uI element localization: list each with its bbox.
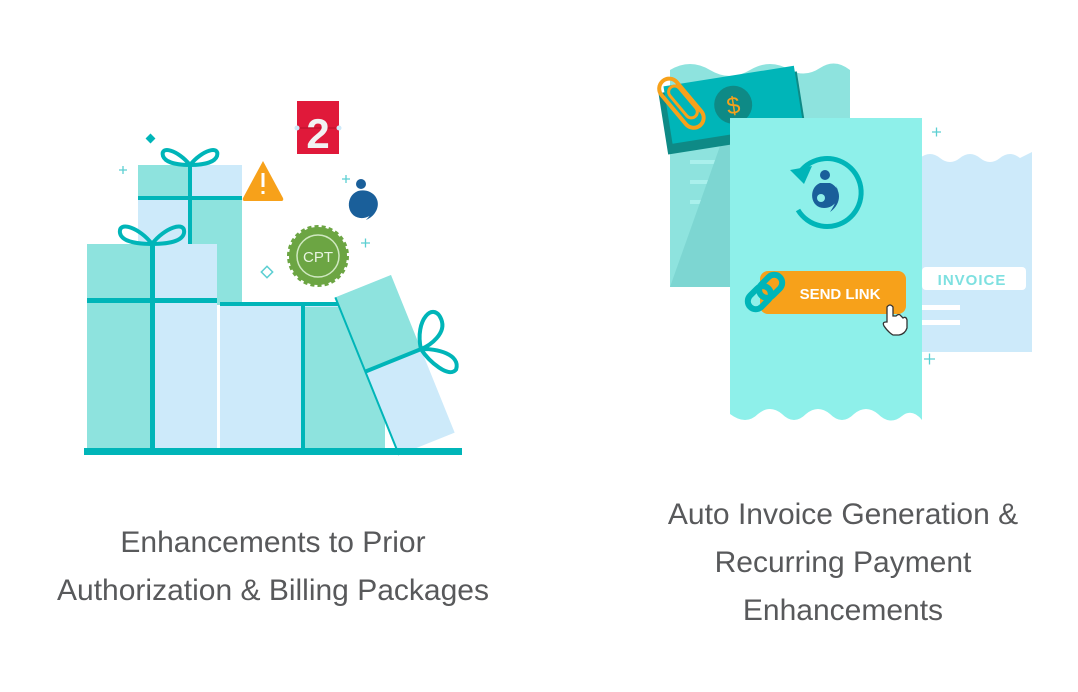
hand-cursor-icon: [882, 304, 908, 336]
gift-boxes-illustration: 2 CPT: [84, 101, 462, 456]
diamond-sparkle-icon: [145, 133, 156, 144]
cpt-seal: CPT: [287, 225, 349, 287]
invoice-receipt: INVOICE: [920, 152, 1032, 352]
caption-line: Recurring Payment: [714, 546, 972, 579]
feature-caption-prior-authorization: Enhancements to Prior Authorization & Bi…: [20, 519, 526, 615]
invoice-illustration: INVOICE $ SEND LINK: [657, 63, 1032, 421]
calendar-badge: 2: [294, 101, 342, 157]
large-gift-box: [87, 224, 217, 450]
caption-line: Authorization & Billing Packages: [57, 574, 489, 607]
feature-caption-auto-invoice: Auto Invoice Generation & Recurring Paym…: [600, 491, 1078, 635]
send-link-label: SEND LINK: [800, 286, 881, 303]
warning-icon: [242, 161, 284, 201]
front-receipt: [730, 118, 922, 421]
invoice-label: INVOICE: [938, 272, 1007, 289]
recurring-icon: [790, 156, 864, 229]
caption-line: Enhancements: [742, 594, 944, 627]
plus-sparkle-icon: [924, 127, 941, 365]
dollar-symbol: $: [725, 92, 742, 121]
plus-sparkle-icon: [119, 166, 370, 248]
paperclip-icon: [657, 76, 706, 130]
cpt-label: CPT: [303, 249, 333, 266]
logo-person-icon: [348, 179, 378, 220]
calendar-number: 2: [306, 110, 329, 157]
diamond-outline-icon: [260, 265, 274, 279]
caption-line: Enhancements to Prior: [120, 526, 426, 559]
send-link-button[interactable]: SEND LINK: [760, 271, 906, 314]
caption-line: Auto Invoice Generation &: [667, 498, 1019, 531]
link-icon: [744, 271, 786, 313]
tilted-gift-box: [334, 274, 459, 456]
ground-line: [84, 448, 462, 455]
